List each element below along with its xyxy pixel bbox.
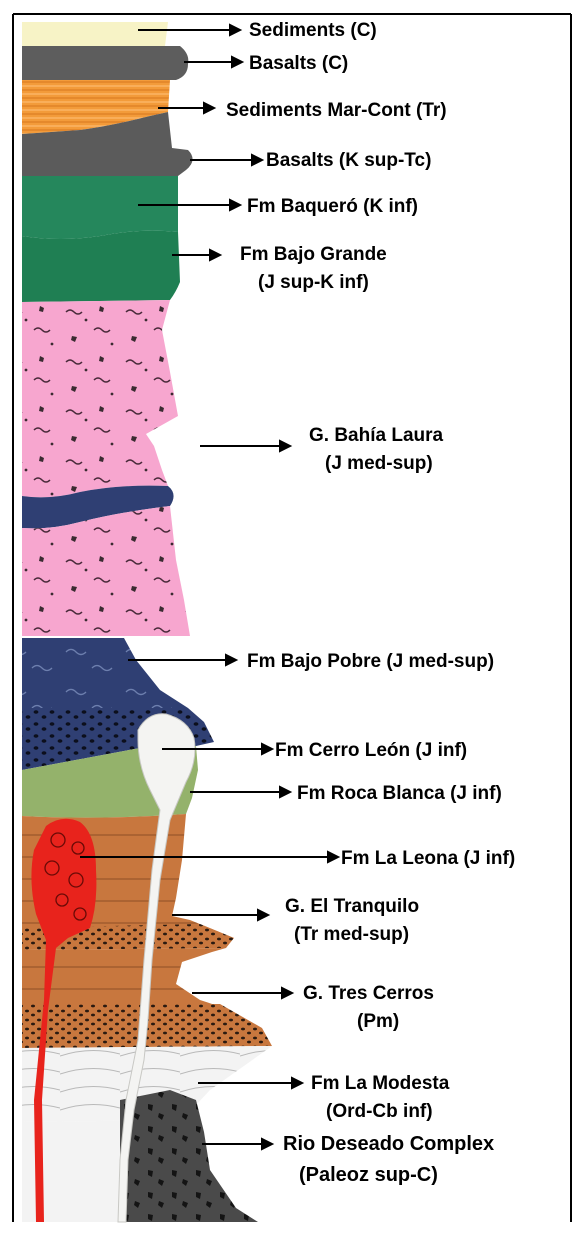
label-g-tres-cerros-age: (Pm) — [357, 1011, 399, 1032]
label-g-tres-cerros: G. Tres Cerros — [303, 983, 434, 1004]
label-fm-la-leona: Fm La Leona (J inf) — [341, 848, 515, 869]
label-fm-bajo-pobre: Fm Bajo Pobre (J med-sup) — [247, 651, 494, 672]
layer-fm-bajo-grande — [22, 231, 180, 302]
layer-fm-baquero — [22, 176, 178, 239]
layer-sediments-c — [22, 22, 168, 46]
label-rio-deseado-complex: Rio Deseado Complex — [283, 1133, 494, 1155]
label-g-el-tranquilo: G. El Tranquilo — [285, 896, 419, 917]
label-g-bahia-laura-age: (J med-sup) — [325, 453, 433, 474]
label-sediments-c: Sediments (C) — [249, 20, 377, 41]
label-sediments-tr: Sediments Mar-Cont (Tr) — [226, 100, 447, 121]
label-fm-la-modesta: Fm La Modesta — [311, 1073, 450, 1094]
label-fm-la-modesta-age: (Ord-Cb inf) — [326, 1101, 433, 1122]
label-fm-bajo-grande: Fm Bajo Grande — [240, 244, 387, 265]
label-fm-baquero: Fm Baqueró (K inf) — [247, 196, 418, 217]
label-g-el-tranquilo-age: (Tr med-sup) — [294, 924, 409, 945]
label-fm-bajo-grande-age: (J sup-K inf) — [258, 272, 369, 293]
layer-rio-deseado-complex — [120, 1090, 258, 1222]
layer-basalts-c — [22, 46, 188, 80]
layer-bahia-laura-upper — [22, 300, 178, 497]
layer-fm-bajo-pobre — [22, 638, 188, 708]
label-fm-roca-blanca: Fm Roca Blanca (J inf) — [297, 783, 502, 804]
label-g-bahia-laura: G. Bahía Laura — [309, 425, 444, 446]
unit-labels: Sediments (C) Basalts (C) Sediments Mar-… — [226, 20, 515, 1186]
label-basalts-k: Basalts (K sup-Tc) — [266, 150, 431, 171]
label-basalts-c: Basalts (C) — [249, 53, 348, 74]
label-rio-deseado-complex-age: (Paleoz sup-C) — [299, 1164, 438, 1186]
label-fm-cerro-leon: Fm Cerro León (J inf) — [275, 740, 467, 761]
